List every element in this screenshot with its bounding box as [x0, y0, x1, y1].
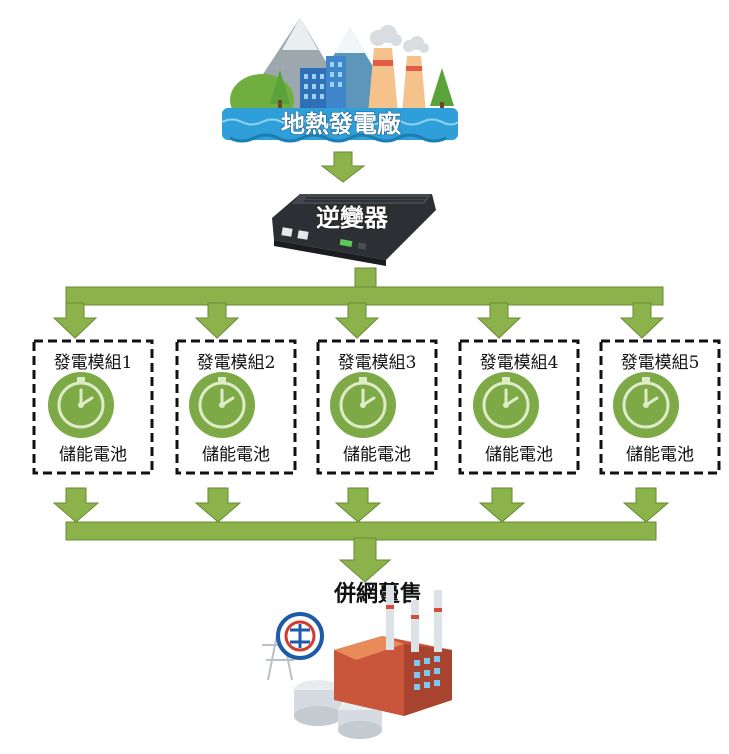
- module-3-bottom-label: 儲能電池: [343, 445, 411, 465]
- distribution-bus: [52, 267, 665, 339]
- module-box-3: 發電模組3 儲能電池: [316, 339, 438, 475]
- module-5-timer-icon: [613, 372, 679, 438]
- module-1-bottom-label: 儲能電池: [59, 445, 127, 465]
- module-2-top-label: 發電模組2: [197, 353, 276, 373]
- module-1-timer-icon: [48, 372, 114, 438]
- module-5-top-label: 發電模組5: [621, 353, 700, 373]
- module-3-timer-icon: [330, 372, 396, 438]
- collection-bus: [52, 487, 670, 583]
- arrow-plant-to-inverter: [320, 151, 366, 183]
- module-box-2: 發電模組2 儲能電池: [175, 339, 297, 475]
- module-box-1: 發電模組1 儲能電池: [32, 339, 154, 475]
- module-5-bottom-label: 儲能電池: [626, 445, 694, 465]
- inverter-label: 逆變器: [316, 204, 389, 232]
- module-2-bottom-label: 儲能電池: [202, 445, 270, 465]
- module-3-top-label: 發電模組3: [338, 353, 417, 373]
- grid-label: 併網躉售: [333, 581, 422, 607]
- geothermal-plant-illustration: [221, 18, 459, 143]
- module-4-timer-icon: [473, 372, 539, 438]
- power-station-illustration: [262, 585, 452, 739]
- utility-logo-emblem: [276, 612, 324, 660]
- source-label: 地熱發電廠: [281, 110, 402, 138]
- module-4-bottom-label: 儲能電池: [485, 445, 553, 465]
- module-box-4: 發電模組4 儲能電池: [458, 339, 580, 475]
- module-4-top-label: 發電模組4: [480, 353, 559, 373]
- module-1-top-label: 發電模組1: [54, 353, 133, 373]
- inverter-device: [272, 194, 436, 266]
- module-2-timer-icon: [189, 372, 255, 438]
- module-box-5: 發電模組5 儲能電池: [599, 339, 721, 475]
